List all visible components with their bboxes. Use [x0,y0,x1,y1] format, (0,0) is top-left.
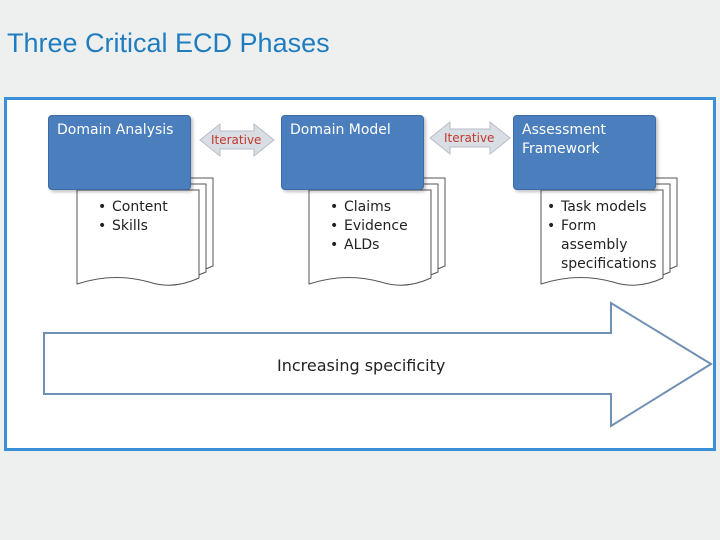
specificity-label: Increasing specificity [277,356,446,375]
diagram-graphics [43,120,713,428]
bullet-item: Task models [547,198,659,217]
phase-title: Domain Analysis [57,122,174,138]
bullet-item: ALDs [330,236,440,255]
specificity-arrow [43,301,713,428]
bullet-item: Evidence [330,217,440,236]
bullet-item: Claims [330,198,440,217]
bullet-item: Skills [98,217,208,236]
bullet-item: Form assembly specifications [547,217,659,274]
iterative-label-2: Iterative [444,131,495,145]
slide-title: Three Critical ECD Phases [7,28,330,58]
iterative-arrow-2 [429,120,511,156]
iterative-label-1: Iterative [211,133,262,147]
iterative-arrow-1 [199,122,275,158]
phase-header-assessment-framework: Assessment Framework [513,115,656,190]
phase-bullets-assessment-framework: Task models Form assembly specifications [547,198,659,274]
phase-bullets-domain-analysis: Content Skills [98,198,208,236]
phase-header-domain-analysis: Domain Analysis [48,115,191,190]
phase-header-domain-model: Domain Model [281,115,424,190]
ecd-diagram: Domain Analysis Domain Model Assessment … [4,97,716,451]
phase-title: Domain Model [290,122,391,138]
bullet-item: Content [98,198,208,217]
phase-bullets-domain-model: Claims Evidence ALDs [330,198,440,255]
phase-title: Assessment Framework [522,122,606,157]
